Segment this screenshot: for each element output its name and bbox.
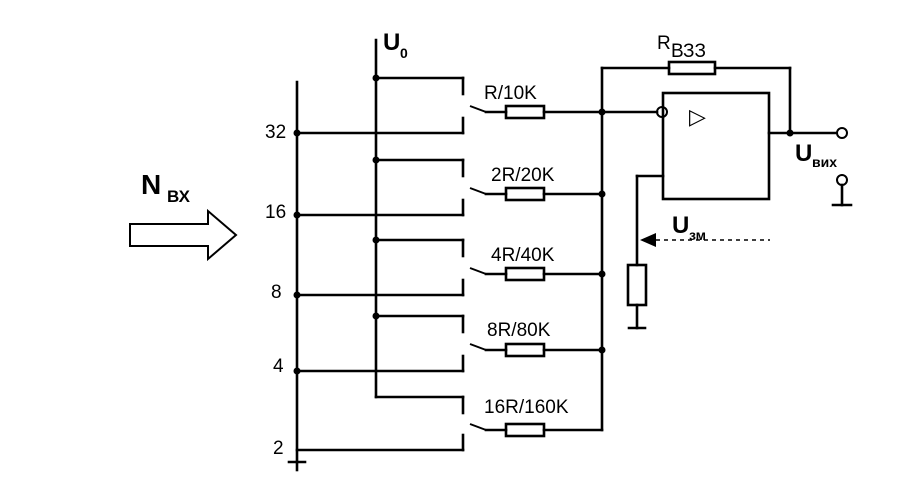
input-label: N bbox=[141, 169, 161, 200]
resistor-label-5: 16R/160K bbox=[484, 397, 569, 418]
input-arrow bbox=[129, 208, 238, 262]
switch-2 bbox=[295, 156, 604, 217]
reference-label: U bbox=[383, 29, 400, 56]
output-label: U bbox=[795, 140, 812, 167]
bit-label-16: 16 bbox=[265, 202, 286, 223]
bit-label-4: 4 bbox=[273, 356, 284, 377]
offset-potentiometer bbox=[626, 174, 770, 330]
switch-3 bbox=[295, 236, 604, 297]
output-label-sub: вих bbox=[812, 154, 837, 170]
offset-label: U bbox=[672, 212, 689, 239]
resistor-label-4: 8R/80K bbox=[487, 320, 551, 341]
input-label-sub: ВХ bbox=[167, 187, 191, 206]
bit-label-32: 32 bbox=[265, 122, 286, 143]
op-amp bbox=[600, 91, 838, 201]
switch-4 bbox=[295, 312, 604, 373]
resistor-label-1: R/10K bbox=[484, 83, 537, 104]
resistor-label-2: 2R/20K bbox=[491, 165, 555, 186]
offset-label-sub: зм bbox=[689, 227, 706, 243]
switch-5 bbox=[295, 395, 604, 452]
switch-1 bbox=[295, 74, 604, 135]
feedback-resistor bbox=[600, 60, 792, 135]
reference-label-sub: 0 bbox=[400, 45, 408, 61]
opamp-symbol-icon: ▷ bbox=[689, 105, 706, 130]
resistor-label-3: 4R/40K bbox=[491, 245, 555, 266]
bit-label-8: 8 bbox=[271, 282, 282, 303]
feedback-label: R bbox=[657, 33, 671, 54]
output-terminal bbox=[831, 127, 853, 207]
bit-label-2: 2 bbox=[273, 438, 284, 459]
feedback-label-sub: ВЗЗ bbox=[671, 41, 706, 62]
